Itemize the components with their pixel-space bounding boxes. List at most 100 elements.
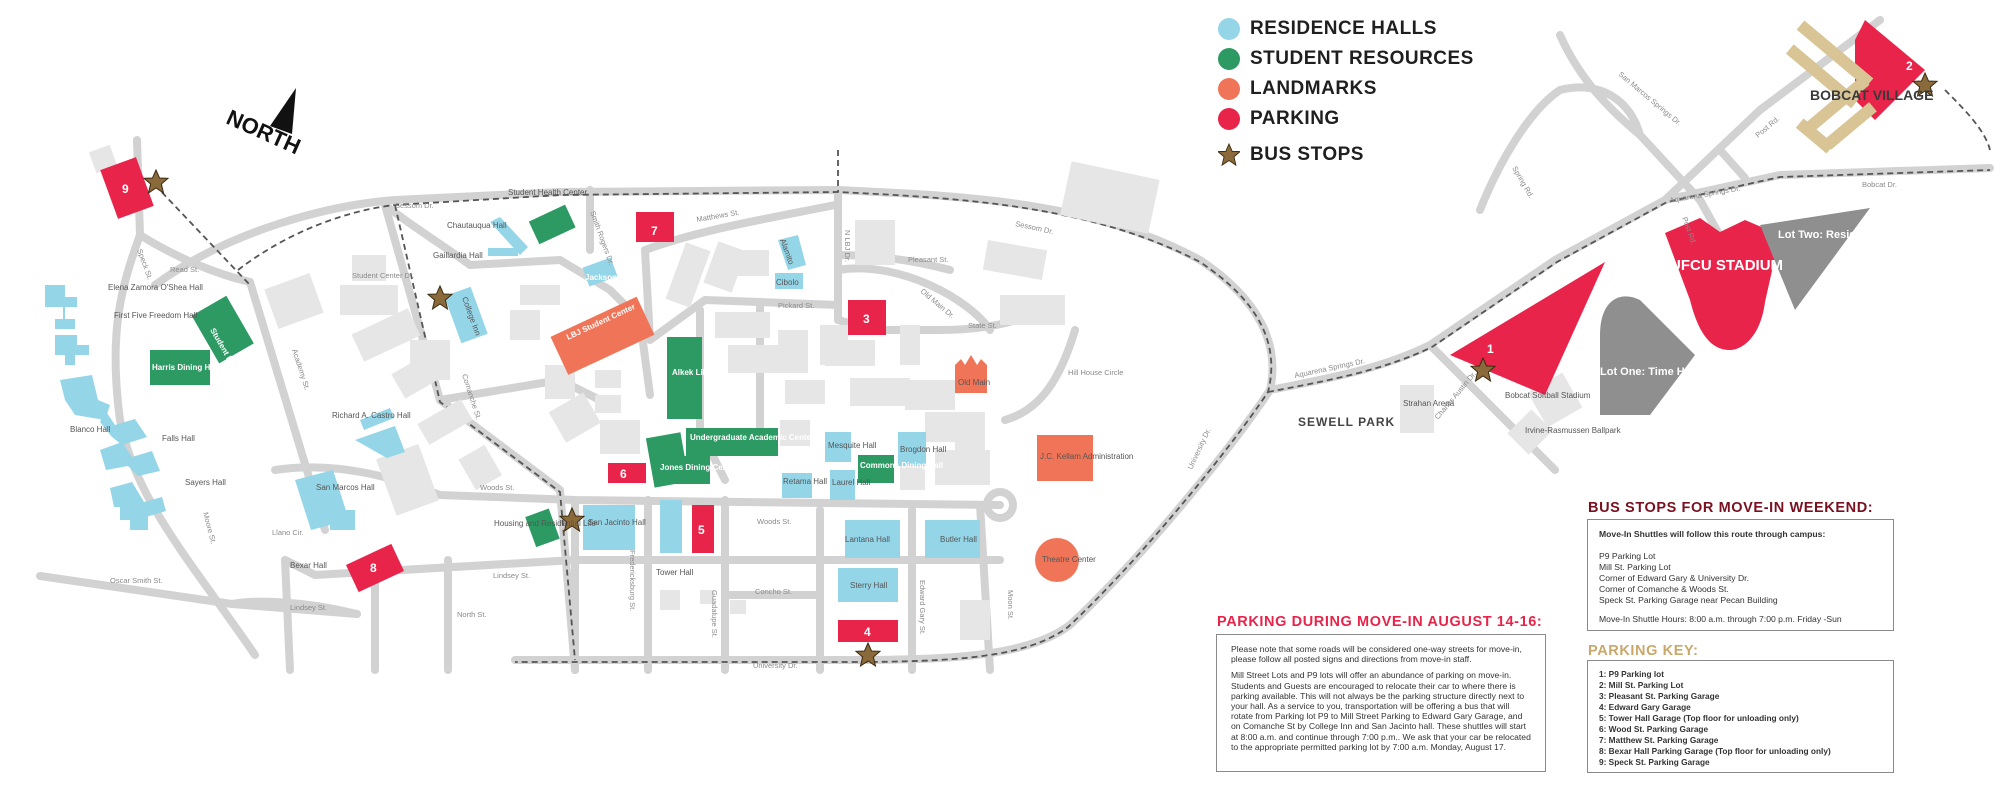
svg-text:Bexar Hall: Bexar Hall bbox=[290, 561, 327, 570]
svg-text:University Dr.: University Dr. bbox=[1186, 427, 1213, 471]
svg-text:Mesquite Hall: Mesquite Hall bbox=[828, 441, 877, 450]
legend-label: STUDENT RESOURCES bbox=[1250, 48, 1474, 69]
parking-lots bbox=[100, 20, 1925, 642]
residence-halls bbox=[45, 217, 980, 602]
parking-key-panel: 1: P9 Parking lot 2: Mill St. Parking Lo… bbox=[1587, 660, 1894, 773]
svg-text:BOBCAT VILLAGE: BOBCAT VILLAGE bbox=[1810, 87, 1933, 103]
svg-text:Retama Hall: Retama Hall bbox=[783, 477, 827, 486]
svg-text:Charles Austin Dr.: Charles Austin Dr. bbox=[1433, 370, 1478, 422]
svg-text:Moon St.: Moon St. bbox=[1006, 590, 1015, 620]
parking-panel: Please note that some roads will be cons… bbox=[1216, 634, 1546, 772]
svg-text:San Jacinto Hall: San Jacinto Hall bbox=[588, 518, 646, 527]
svg-text:Irvine-Rasmussen Ballpark: Irvine-Rasmussen Ballpark bbox=[1525, 426, 1622, 435]
svg-text:Sessom Dr.: Sessom Dr. bbox=[395, 201, 434, 210]
svg-text:Sayers Hall: Sayers Hall bbox=[185, 478, 226, 487]
bus-hours: Move-In Shuttle Hours: 8:00 a.m. through… bbox=[1599, 614, 1842, 624]
svg-text:Spring Rd.: Spring Rd. bbox=[1510, 165, 1536, 200]
svg-text:San Marcos Hall: San Marcos Hall bbox=[316, 483, 375, 492]
svg-text:Edward Gary St.: Edward Gary St. bbox=[918, 580, 927, 635]
svg-text:Old Main: Old Main bbox=[958, 378, 990, 387]
svg-text:Lot One: Time Hang Tag: Lot One: Time Hang Tag bbox=[1600, 366, 1726, 378]
svg-text:Richard A. Castro Hall: Richard A. Castro Hall bbox=[332, 411, 411, 420]
svg-text:Lot Two: Residence Hall Hang T: Lot Two: Residence Hall Hang Tags bbox=[1778, 229, 1963, 241]
svg-text:Tower Hall: Tower Hall bbox=[656, 568, 694, 577]
legend-landmarks: LANDMARKS bbox=[1218, 74, 1474, 104]
svg-text:Hill House Circle: Hill House Circle bbox=[1068, 368, 1123, 377]
svg-text:Undergraduate Academic Center: Undergraduate Academic Center bbox=[690, 433, 814, 442]
svg-text:Brogdon Hall: Brogdon Hall bbox=[900, 445, 946, 454]
svg-text:Pickard St.: Pickard St. bbox=[778, 301, 814, 310]
list-item: 9: Speck St. Parking Garage bbox=[1599, 757, 1710, 767]
svg-text:Guadalupe St.: Guadalupe St. bbox=[710, 590, 719, 638]
residence-dot-icon bbox=[1218, 18, 1240, 40]
legend-label: PARKING bbox=[1250, 108, 1340, 129]
parking-dot-icon bbox=[1218, 108, 1240, 130]
landmark-dot-icon bbox=[1218, 78, 1240, 100]
parking-panel-title: PARKING DURING MOVE-IN AUGUST 14-16: bbox=[1217, 614, 1543, 630]
svg-text:Speck St.: Speck St. bbox=[135, 248, 154, 281]
svg-text:Student Center Dr.: Student Center Dr. bbox=[352, 271, 414, 280]
svg-text:9: 9 bbox=[122, 182, 129, 196]
svg-text:1: 1 bbox=[1487, 342, 1494, 356]
svg-text:Alkek Library: Alkek Library bbox=[672, 368, 723, 377]
legend-resources: STUDENT RESOURCES bbox=[1218, 44, 1474, 74]
svg-text:Lindsey St.: Lindsey St. bbox=[290, 603, 327, 612]
map-legend: RESIDENCE HALLS STUDENT RESOURCES LANDMA… bbox=[1218, 14, 1474, 170]
svg-text:UFCU STADIUM: UFCU STADIUM bbox=[1670, 257, 1783, 274]
svg-text:North St.: North St. bbox=[457, 610, 487, 619]
legend-label: BUS STOPS bbox=[1250, 144, 1364, 165]
svg-text:Theatre Center: Theatre Center bbox=[1042, 555, 1096, 564]
svg-text:University Dr.: University Dr. bbox=[753, 661, 798, 670]
legend-parking: PARKING bbox=[1218, 104, 1474, 134]
bus-panel-title: BUS STOPS FOR MOVE-IN WEEKEND: bbox=[1588, 500, 1874, 516]
list-item: Speck St. Parking Garage near Pecan Buil… bbox=[1599, 595, 1778, 605]
svg-text:Jones Dining Center: Jones Dining Center bbox=[660, 463, 738, 472]
list-item: Corner of Edward Gary & University Dr. bbox=[1599, 573, 1749, 583]
svg-text:5: 5 bbox=[698, 523, 705, 537]
svg-text:Cibolo: Cibolo bbox=[776, 278, 799, 287]
svg-text:N LBJ Dr.: N LBJ Dr. bbox=[843, 230, 852, 262]
list-item: 7: Matthew St. Parking Garage bbox=[1599, 735, 1719, 745]
svg-text:2: 2 bbox=[1906, 59, 1913, 73]
svg-text:Gaillardia Hall: Gaillardia Hall bbox=[433, 251, 483, 260]
svg-text:Falls Hall: Falls Hall bbox=[162, 434, 195, 443]
landmarks bbox=[550, 296, 1093, 582]
svg-text:Concho St.: Concho St. bbox=[755, 587, 792, 596]
list-item: 1: P9 Parking lot bbox=[1599, 669, 1665, 679]
svg-text:Woods St.: Woods St. bbox=[757, 517, 791, 526]
svg-text:Sessom Dr.: Sessom Dr. bbox=[1015, 219, 1055, 236]
list-item: 2: Mill St. Parking Lot bbox=[1599, 680, 1684, 690]
list-item: 8: Bexar Hall Parking Garage (Top floor … bbox=[1599, 746, 1831, 756]
list-item: 6: Wood St. Parking Garage bbox=[1599, 724, 1709, 734]
svg-text:4: 4 bbox=[864, 625, 871, 639]
svg-text:Lantana Hall: Lantana Hall bbox=[845, 535, 890, 544]
parking-key-title: PARKING KEY: bbox=[1588, 643, 1699, 659]
svg-text:Strahan Arena: Strahan Arena bbox=[1403, 399, 1455, 408]
svg-text:Bobcat Softball Stadium: Bobcat Softball Stadium bbox=[1505, 391, 1591, 400]
parking-paragraph-2: Mill Street Lots and P9 lots will offer … bbox=[1231, 670, 1531, 752]
north-arrow: NORTH bbox=[223, 88, 304, 159]
list-item: P9 Parking Lot bbox=[1599, 551, 1656, 561]
svg-text:Pleasant St.: Pleasant St. bbox=[908, 255, 948, 264]
svg-text:J.C. Kellam Administration: J.C. Kellam Administration bbox=[1040, 452, 1133, 461]
hang-tag-lots bbox=[1600, 208, 1870, 415]
svg-text:Post Rd.: Post Rd. bbox=[1754, 114, 1782, 139]
list-item: Corner of Comanche & Woods St. bbox=[1599, 584, 1729, 594]
svg-text:3: 3 bbox=[863, 312, 870, 326]
list-item: 5: Tower Hall Garage (Top floor for unlo… bbox=[1599, 713, 1799, 723]
svg-text:Butler Hall: Butler Hall bbox=[940, 535, 977, 544]
resources-dot-icon bbox=[1218, 48, 1240, 70]
svg-text:Harris Dining Hall: Harris Dining Hall bbox=[152, 363, 219, 372]
list-item: Mill St. Parking Lot bbox=[1599, 562, 1671, 572]
bobcat-village bbox=[1785, 20, 1877, 154]
shuttle-route bbox=[154, 89, 1991, 663]
svg-text:Sterry Hall: Sterry Hall bbox=[850, 581, 888, 590]
parking-key-list: 1: P9 Parking lot 2: Mill St. Parking Lo… bbox=[1599, 669, 1882, 768]
legend-label: RESIDENCE HALLS bbox=[1250, 18, 1437, 39]
svg-text:State St.: State St. bbox=[968, 321, 997, 330]
list-item: 3: Pleasant St. Parking Garage bbox=[1599, 691, 1720, 701]
bus-stop-list: P9 Parking Lot Mill St. Parking Lot Corn… bbox=[1599, 551, 1882, 606]
legend-label: LANDMARKS bbox=[1250, 78, 1377, 99]
student-resources bbox=[150, 204, 894, 548]
